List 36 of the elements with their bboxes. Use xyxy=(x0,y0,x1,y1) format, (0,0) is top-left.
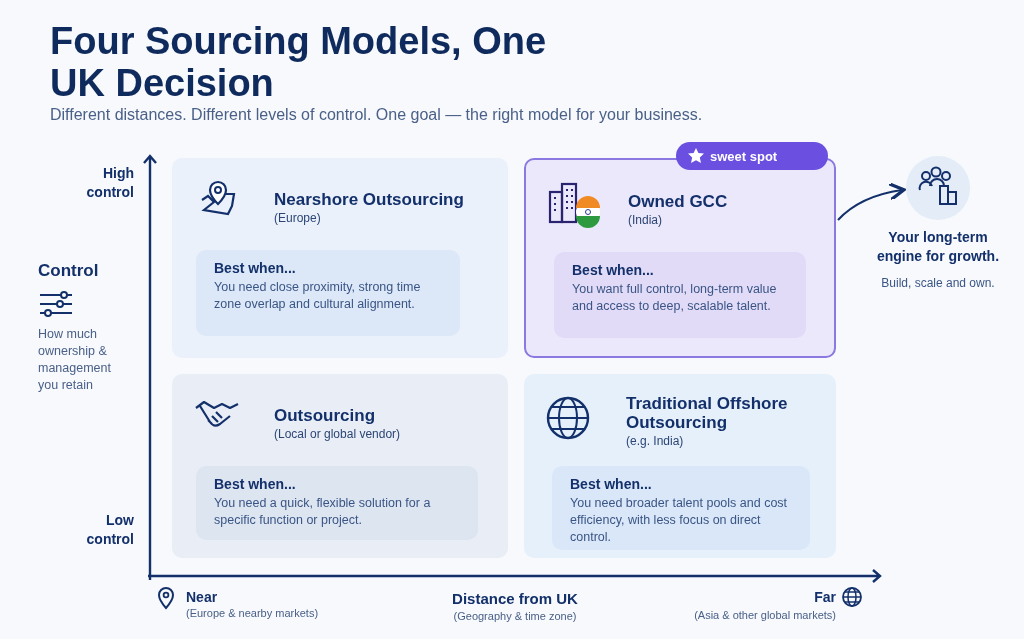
axis-title: Control xyxy=(38,261,99,281)
arrow xyxy=(837,182,906,221)
note-text: You need close proximity, strong time zone overlap and cultural alignment. xyxy=(214,279,422,313)
card-subtitle: (Europe) xyxy=(274,211,321,225)
quadrant-card xyxy=(172,158,508,358)
card-subtitle: (Local or global vendor) xyxy=(274,427,401,441)
card-heading: Owned GCC xyxy=(628,192,729,211)
axis-title: Distance from UK xyxy=(451,590,579,607)
note-heading: Best when... xyxy=(214,476,297,492)
quadrant-card xyxy=(524,374,836,558)
axis-label: Low control xyxy=(85,511,134,549)
badge-text: sweet spot xyxy=(710,149,778,164)
axis-description: (Asia & other global markets) xyxy=(693,609,836,621)
card-subtitle: (India) xyxy=(628,213,662,227)
card-heading: Outsourcing xyxy=(274,406,377,425)
axis-label: High control xyxy=(85,164,134,202)
card-heading: Traditional Offshore Outsourcing xyxy=(626,394,789,432)
axis-description: How much ownership & management you retain xyxy=(38,326,112,394)
subtitle: Different distances. Different levels of control. One goal — the right model for your business. xyxy=(50,106,703,124)
axis-label: Far xyxy=(813,589,836,605)
note-heading: Best when... xyxy=(570,476,653,492)
note-heading: Best when... xyxy=(572,262,655,278)
note-text: You need broader talent pools and cost efficiency, with less focus on direct control. xyxy=(570,495,789,546)
highlight-badge xyxy=(676,142,828,170)
axis-description: (Geography & time zone) xyxy=(452,610,578,622)
note-text: You need a quick, flexible solution for a specific function or project. xyxy=(214,495,432,529)
side-heading: Your long-term engine for growth. xyxy=(875,228,1001,266)
card-heading: Nearshore Outsourcing xyxy=(274,190,465,209)
title: Four Sourcing Models, One UK Decision xyxy=(50,20,548,104)
note-text: You want full control, long-term value and access to deep, scalable talent. xyxy=(572,281,778,315)
quadrant-card xyxy=(172,374,508,558)
card-subtitle: (e.g. India) xyxy=(626,434,684,448)
axis-label: Near xyxy=(186,589,218,605)
note-heading: Best when... xyxy=(214,260,297,276)
side-text: Build, scale and own. xyxy=(880,276,996,290)
axis-description: (Europe & nearby markets) xyxy=(186,607,319,619)
